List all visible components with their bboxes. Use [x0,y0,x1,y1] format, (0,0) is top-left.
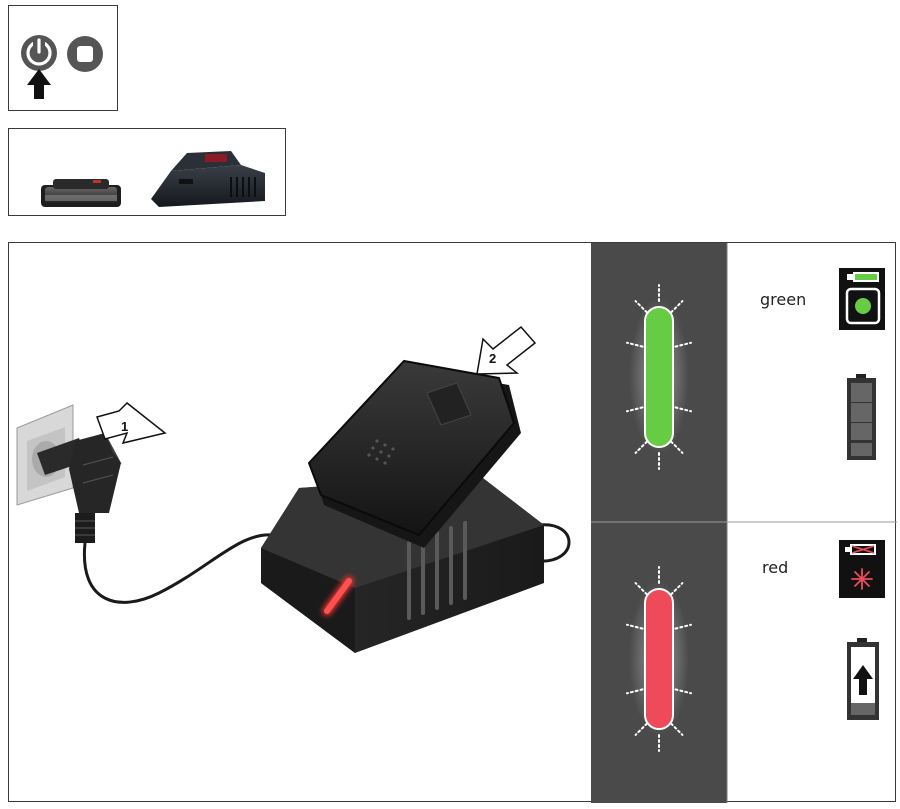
battery-error-burst-icon [839,540,885,598]
led-glow-ray [625,406,644,413]
battery-charging-arrow-icon [847,638,879,720]
led-glow-ray [634,440,648,454]
charging-diagram-panel: 1 2 [8,242,897,803]
led-glow-ray [670,582,684,596]
power-cable [82,533,272,604]
battery-full-dot-icon [839,268,885,330]
led-glow-ray [670,300,684,314]
step-number-1: 1 [121,419,128,434]
led-glow-ray [634,582,648,596]
charger-image [151,151,265,207]
red-led-indicator [625,566,693,752]
led-glow-ray [634,722,648,736]
step-number-2: 2 [489,351,496,366]
led-glow-ray [674,688,693,695]
led-glow-ray [674,623,693,630]
led-glow-ray [625,623,644,630]
parts-panel [8,128,286,216]
led-glow-ray [670,722,684,736]
battery-pack-image [41,179,121,207]
stop-icon [67,36,103,72]
power-on-icon [21,35,57,71]
power-plug [37,433,123,543]
led-glow-ray [625,688,644,695]
power-cable-rear [538,523,571,563]
charger-led-red [322,576,354,616]
led-glow-ray [625,341,644,348]
battery-pack [307,359,521,548]
led-glow-ray [674,406,693,413]
led-glow-ray [670,440,684,454]
led-label-green: green [760,290,807,309]
arrow-up-icon [27,69,51,99]
led-glow-ray [634,300,648,314]
green-led-indicator [625,284,693,470]
led-label-red: red [762,558,789,577]
battery-level-icon [847,374,876,460]
led-glow-ray [674,341,693,348]
step-arrow-2 [476,325,537,375]
power-button-panel [8,5,118,111]
step-arrow-1 [96,401,167,445]
